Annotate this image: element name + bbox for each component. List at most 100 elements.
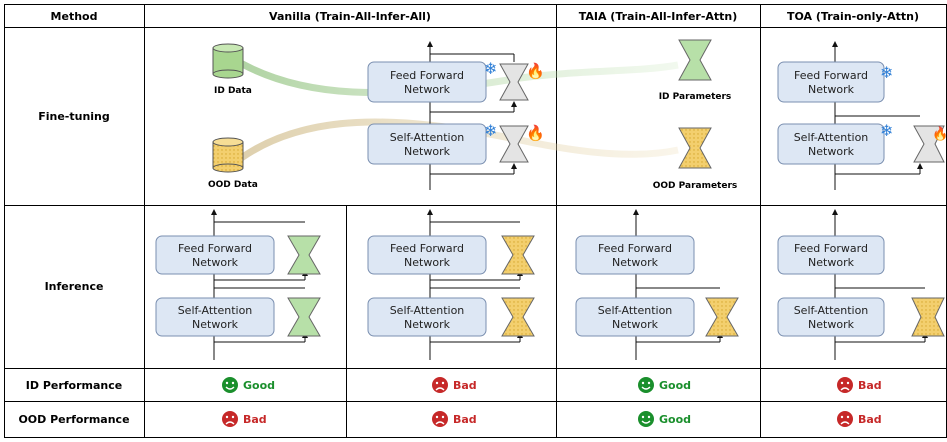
adapter-hourglass — [913, 125, 945, 163]
result-text: Bad — [243, 413, 267, 426]
row-label-inference: Inference — [45, 280, 104, 293]
attn-label-1: Self-Attention — [794, 131, 869, 144]
inference-taia: Feed Forward Network Self-Attention Netw… — [575, 209, 739, 360]
ood-parameters-hourglass — [501, 297, 535, 337]
ood-performance-vanilla-id: Bad — [222, 411, 267, 427]
id-parameters-hourglass — [287, 297, 321, 337]
inference-vanilla-ood: Feed Forward Network Self-Attention Netw… — [367, 209, 535, 360]
adapter-hourglass — [499, 63, 529, 101]
id-parameters-label: ID Parameters — [659, 92, 732, 102]
result-text: Bad — [858, 379, 882, 392]
attn-block — [575, 297, 695, 337]
finetune-vanilla: ID Data OOD Data Feed Forward Network Se… — [208, 39, 738, 191]
inference-vanilla-id: Feed Forward Network Self-Attention Netw… — [155, 209, 321, 360]
result-text: Bad — [858, 413, 882, 426]
ffn-block — [777, 235, 885, 275]
ood-parameters-hourglass — [678, 127, 712, 169]
id-performance-vanilla-ood: Bad — [432, 377, 477, 393]
ffn-block — [367, 61, 487, 103]
id-performance-vanilla-id: Good — [222, 377, 275, 393]
attn-label-1: Self-Attention — [794, 304, 869, 317]
attn-label-2: Network — [192, 318, 239, 331]
header-method: Method — [51, 10, 98, 23]
happy-face-icon — [222, 377, 238, 393]
attn-label-2: Network — [612, 318, 659, 331]
ffn-label-1: Feed Forward — [390, 242, 464, 255]
header-vanilla: Vanilla (Train-All-Infer-All) — [269, 10, 431, 23]
row-label-ood-performance: OOD Performance — [18, 413, 129, 426]
adapter-hourglass — [499, 125, 529, 163]
row-label-id-performance: ID Performance — [26, 379, 122, 392]
finetune-toa: Feed Forward Network Self-Attention Netw… — [777, 41, 947, 190]
attn-label-2: Network — [808, 145, 855, 158]
happy-face-icon — [638, 377, 654, 393]
happy-face-icon — [638, 411, 654, 427]
sad-face-icon — [837, 377, 853, 393]
attn-block — [367, 123, 487, 165]
snowflake-icon: ❄ — [484, 59, 497, 78]
snowflake-icon: ❄ — [484, 121, 497, 140]
attn-block — [777, 123, 885, 165]
attn-label-1: Self-Attention — [178, 304, 253, 317]
attn-label-1: Self-Attention — [390, 304, 465, 317]
database-icon — [212, 137, 244, 173]
ood-parameters-hourglass — [501, 235, 535, 275]
ffn-block — [777, 61, 885, 103]
id-parameters-hourglass — [287, 235, 321, 275]
ood-performance-taia: Good — [638, 411, 691, 427]
ffn-label-1: Feed Forward — [390, 69, 464, 82]
flame-icon: 🔥 — [526, 124, 545, 142]
ffn-label-2: Network — [192, 256, 239, 269]
id-flow-band — [230, 55, 679, 97]
ffn-block — [367, 235, 487, 275]
sad-face-icon — [837, 411, 853, 427]
ffn-block — [155, 235, 275, 275]
attn-label-1: Self-Attention — [598, 304, 673, 317]
snowflake-icon: ❄ — [880, 121, 893, 140]
attn-label-2: Network — [404, 318, 451, 331]
result-text: Good — [659, 379, 691, 392]
row-label-finetuning: Fine-tuning — [38, 110, 110, 123]
attn-label-1: Self-Attention — [390, 131, 465, 144]
ood-parameters-hourglass — [911, 297, 945, 337]
id-data-label: ID Data — [214, 86, 252, 96]
sad-face-icon — [432, 411, 448, 427]
snowflake-icon: ❄ — [880, 63, 893, 82]
ffn-label-1: Feed Forward — [794, 69, 868, 82]
ffn-label-1: Feed Forward — [794, 242, 868, 255]
ffn-block — [575, 235, 695, 275]
header-taia: TAIA (Train-All-Infer-Attn) — [579, 10, 738, 23]
ffn-label-2: Network — [404, 83, 451, 96]
ffn-label-1: Feed Forward — [178, 242, 252, 255]
table-grid — [4, 4, 947, 438]
ood-performance-toa: Bad — [837, 411, 882, 427]
ffn-label-2: Network — [612, 256, 659, 269]
header-toa: TOA (Train-only-Attn) — [787, 10, 919, 23]
ffn-label-1: Feed Forward — [598, 242, 672, 255]
sad-face-icon — [432, 377, 448, 393]
flame-icon: 🔥 — [932, 126, 947, 142]
sad-face-icon — [222, 411, 238, 427]
ood-data-label: OOD Data — [208, 180, 258, 190]
id-parameters-hourglass — [678, 39, 712, 81]
ood-parameters-label: OOD Parameters — [653, 181, 738, 191]
attn-label-2: Network — [808, 318, 855, 331]
result-text: Good — [659, 413, 691, 426]
id-performance-taia: Good — [638, 377, 691, 393]
id-performance-toa: Bad — [837, 377, 882, 393]
ood-flow-band — [229, 118, 679, 168]
attn-block — [155, 297, 275, 337]
ood-performance-vanilla-ood: Bad — [432, 411, 477, 427]
ffn-label-2: Network — [808, 256, 855, 269]
attn-label-2: Network — [404, 145, 451, 158]
database-icon — [212, 43, 244, 79]
result-text: Bad — [453, 379, 477, 392]
result-text: Bad — [453, 413, 477, 426]
attn-block — [367, 297, 487, 337]
ood-parameters-hourglass — [705, 297, 739, 337]
ffn-label-2: Network — [808, 83, 855, 96]
result-text: Good — [243, 379, 275, 392]
ffn-label-2: Network — [404, 256, 451, 269]
